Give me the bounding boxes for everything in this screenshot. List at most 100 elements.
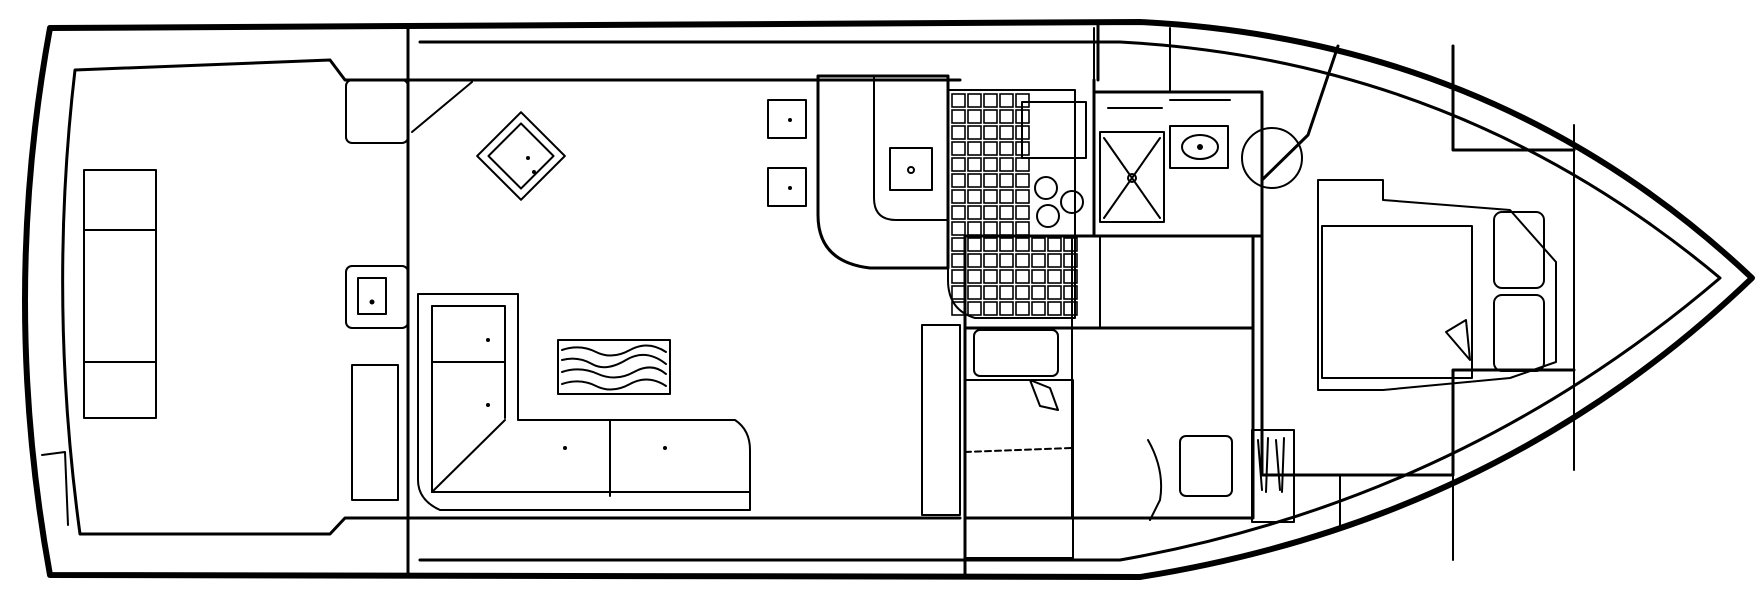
floor-tile <box>1063 285 1078 300</box>
salon-table <box>476 111 566 201</box>
floor-tile <box>999 221 1014 236</box>
floor-tile <box>1047 269 1062 284</box>
floor-tile <box>983 285 998 300</box>
floor-tile <box>951 173 966 188</box>
floor-tile <box>967 125 982 140</box>
head-sink <box>1169 125 1229 169</box>
floor-tile <box>1015 205 1030 220</box>
floor-tile <box>1047 285 1062 300</box>
floor-tile <box>967 301 982 316</box>
floor-tile <box>983 269 998 284</box>
floor-tile <box>967 237 982 252</box>
floor-tile <box>983 125 998 140</box>
aft-settee <box>83 169 157 419</box>
floor-tile <box>1031 301 1046 316</box>
floor-tile <box>1015 173 1030 188</box>
deck-locker <box>345 79 409 144</box>
floor-tile <box>967 221 982 236</box>
floor-tile <box>983 173 998 188</box>
toilet <box>1241 127 1303 189</box>
floor-tile <box>967 141 982 156</box>
floor-tile <box>1031 269 1046 284</box>
floor-tile <box>1015 189 1030 204</box>
floor-tile <box>951 93 966 108</box>
floor-tile <box>1015 157 1030 172</box>
floor-tile <box>1047 253 1062 268</box>
floor-tile <box>999 157 1014 172</box>
aft-deck <box>41 58 410 536</box>
floor-tile <box>999 301 1014 316</box>
guest-stateroom <box>963 234 1295 559</box>
galley-sink <box>889 147 933 191</box>
pillow <box>1493 294 1545 372</box>
salon-settee <box>417 293 751 511</box>
floor-tile <box>999 205 1014 220</box>
guest-berth <box>964 379 1074 559</box>
floor-tile <box>1015 237 1030 252</box>
floor-tile <box>967 285 982 300</box>
floor-tile <box>951 125 966 140</box>
floor-tile <box>1063 253 1078 268</box>
floor-tile <box>951 109 966 124</box>
floor-tile <box>983 93 998 108</box>
floor-tile <box>1015 221 1030 236</box>
floor-tile <box>999 253 1014 268</box>
floor-tile <box>1015 253 1030 268</box>
floor-tile <box>999 125 1014 140</box>
deck-hatch <box>345 265 409 329</box>
floor-tile <box>951 285 966 300</box>
salon-cabinet <box>921 324 961 516</box>
floor-tile <box>951 205 966 220</box>
floor-tile <box>999 237 1014 252</box>
floor-tile <box>1063 301 1078 316</box>
deck-hatch-inner <box>357 277 387 315</box>
coffee-table <box>557 339 671 395</box>
hull <box>22 19 1755 580</box>
v-berth <box>1317 179 1557 391</box>
deck-bench <box>351 364 399 501</box>
floor-tile <box>999 173 1014 188</box>
floor-tile <box>983 237 998 252</box>
galley-tile-floor <box>947 89 1078 319</box>
floor-tile <box>967 109 982 124</box>
floor-tile <box>967 253 982 268</box>
floor-tile <box>951 237 966 252</box>
floor-tile <box>1047 237 1062 252</box>
floor-tile <box>1015 301 1030 316</box>
floor-tile <box>967 205 982 220</box>
floor-tile <box>983 253 998 268</box>
floor-tile <box>983 205 998 220</box>
floor-tile <box>951 157 966 172</box>
floor-tile <box>1031 285 1046 300</box>
burner <box>1036 204 1060 228</box>
pillow <box>973 329 1059 377</box>
floor-tile <box>999 93 1014 108</box>
burner <box>1060 190 1084 214</box>
floor-tile <box>967 269 982 284</box>
floor-tile <box>967 173 982 188</box>
floor-tile <box>951 221 966 236</box>
floor-tile <box>1063 269 1078 284</box>
floor-tile <box>967 93 982 108</box>
floor-tile <box>983 109 998 124</box>
floor-tile <box>999 189 1014 204</box>
floor-tile <box>999 141 1014 156</box>
floor-tile <box>983 301 998 316</box>
floor-tile <box>1015 285 1030 300</box>
floor-tile <box>999 285 1014 300</box>
pillow <box>1493 211 1545 289</box>
head <box>1092 27 1303 238</box>
salon-chair <box>767 167 807 207</box>
salon <box>406 22 1100 579</box>
vanity-seat <box>1179 435 1233 497</box>
burner <box>1034 176 1058 200</box>
floor-tile <box>999 109 1014 124</box>
floor-tile <box>983 189 998 204</box>
galley-range <box>1021 101 1087 159</box>
floor-tile <box>983 221 998 236</box>
floor-tile <box>983 157 998 172</box>
salon-chair <box>767 99 807 139</box>
floor-tile <box>951 269 966 284</box>
